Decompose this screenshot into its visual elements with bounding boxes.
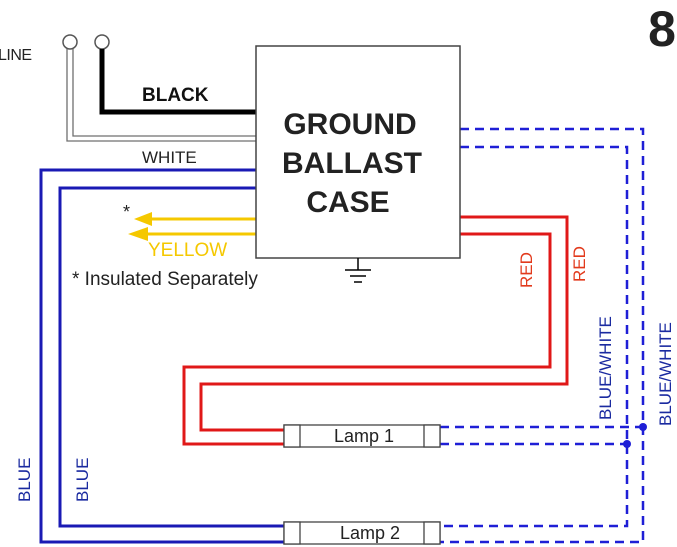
yellow-wires	[128, 212, 256, 241]
ground-icon	[345, 258, 371, 283]
lamp-2-label: Lamp 2	[340, 523, 400, 543]
ballast-case	[255, 45, 461, 259]
ballast-label-line1: GROUND	[283, 108, 416, 141]
lamp-1-label: Lamp 1	[334, 426, 394, 446]
blue-white-label-right: BLUE/WHITE	[656, 322, 675, 426]
yellow-label: YELLOW	[148, 240, 227, 261]
ballast-label-line3: CASE	[306, 186, 389, 219]
junction-dot-left	[623, 440, 631, 448]
insulated-note: * Insulated Separately	[72, 269, 258, 290]
white-label: WHITE	[142, 148, 197, 167]
lamp-1	[283, 424, 441, 448]
blue-label-right: BLUE	[73, 458, 92, 502]
black-label: BLACK	[142, 85, 209, 106]
red-wires	[182, 215, 569, 446]
line-terminal-right	[94, 34, 110, 50]
red-label-right: RED	[570, 246, 589, 282]
lamp-2	[283, 521, 441, 545]
black-wire	[99, 49, 256, 115]
ballast-label-line2: BALLAST	[282, 147, 422, 180]
white-wire	[66, 49, 256, 142]
diagram-number: 8	[648, 1, 676, 57]
blue-white-dashed-wires	[440, 127, 645, 544]
blue-label-left: BLUE	[15, 458, 34, 502]
blue-wires	[39, 168, 284, 544]
line-terminal-left	[62, 34, 78, 50]
asterisk-mark: *	[123, 202, 130, 222]
blue-white-label-left: BLUE/WHITE	[596, 316, 615, 420]
junction-dot-right	[639, 423, 647, 431]
line-label: LINE	[0, 47, 32, 64]
red-label-left: RED	[517, 252, 536, 288]
